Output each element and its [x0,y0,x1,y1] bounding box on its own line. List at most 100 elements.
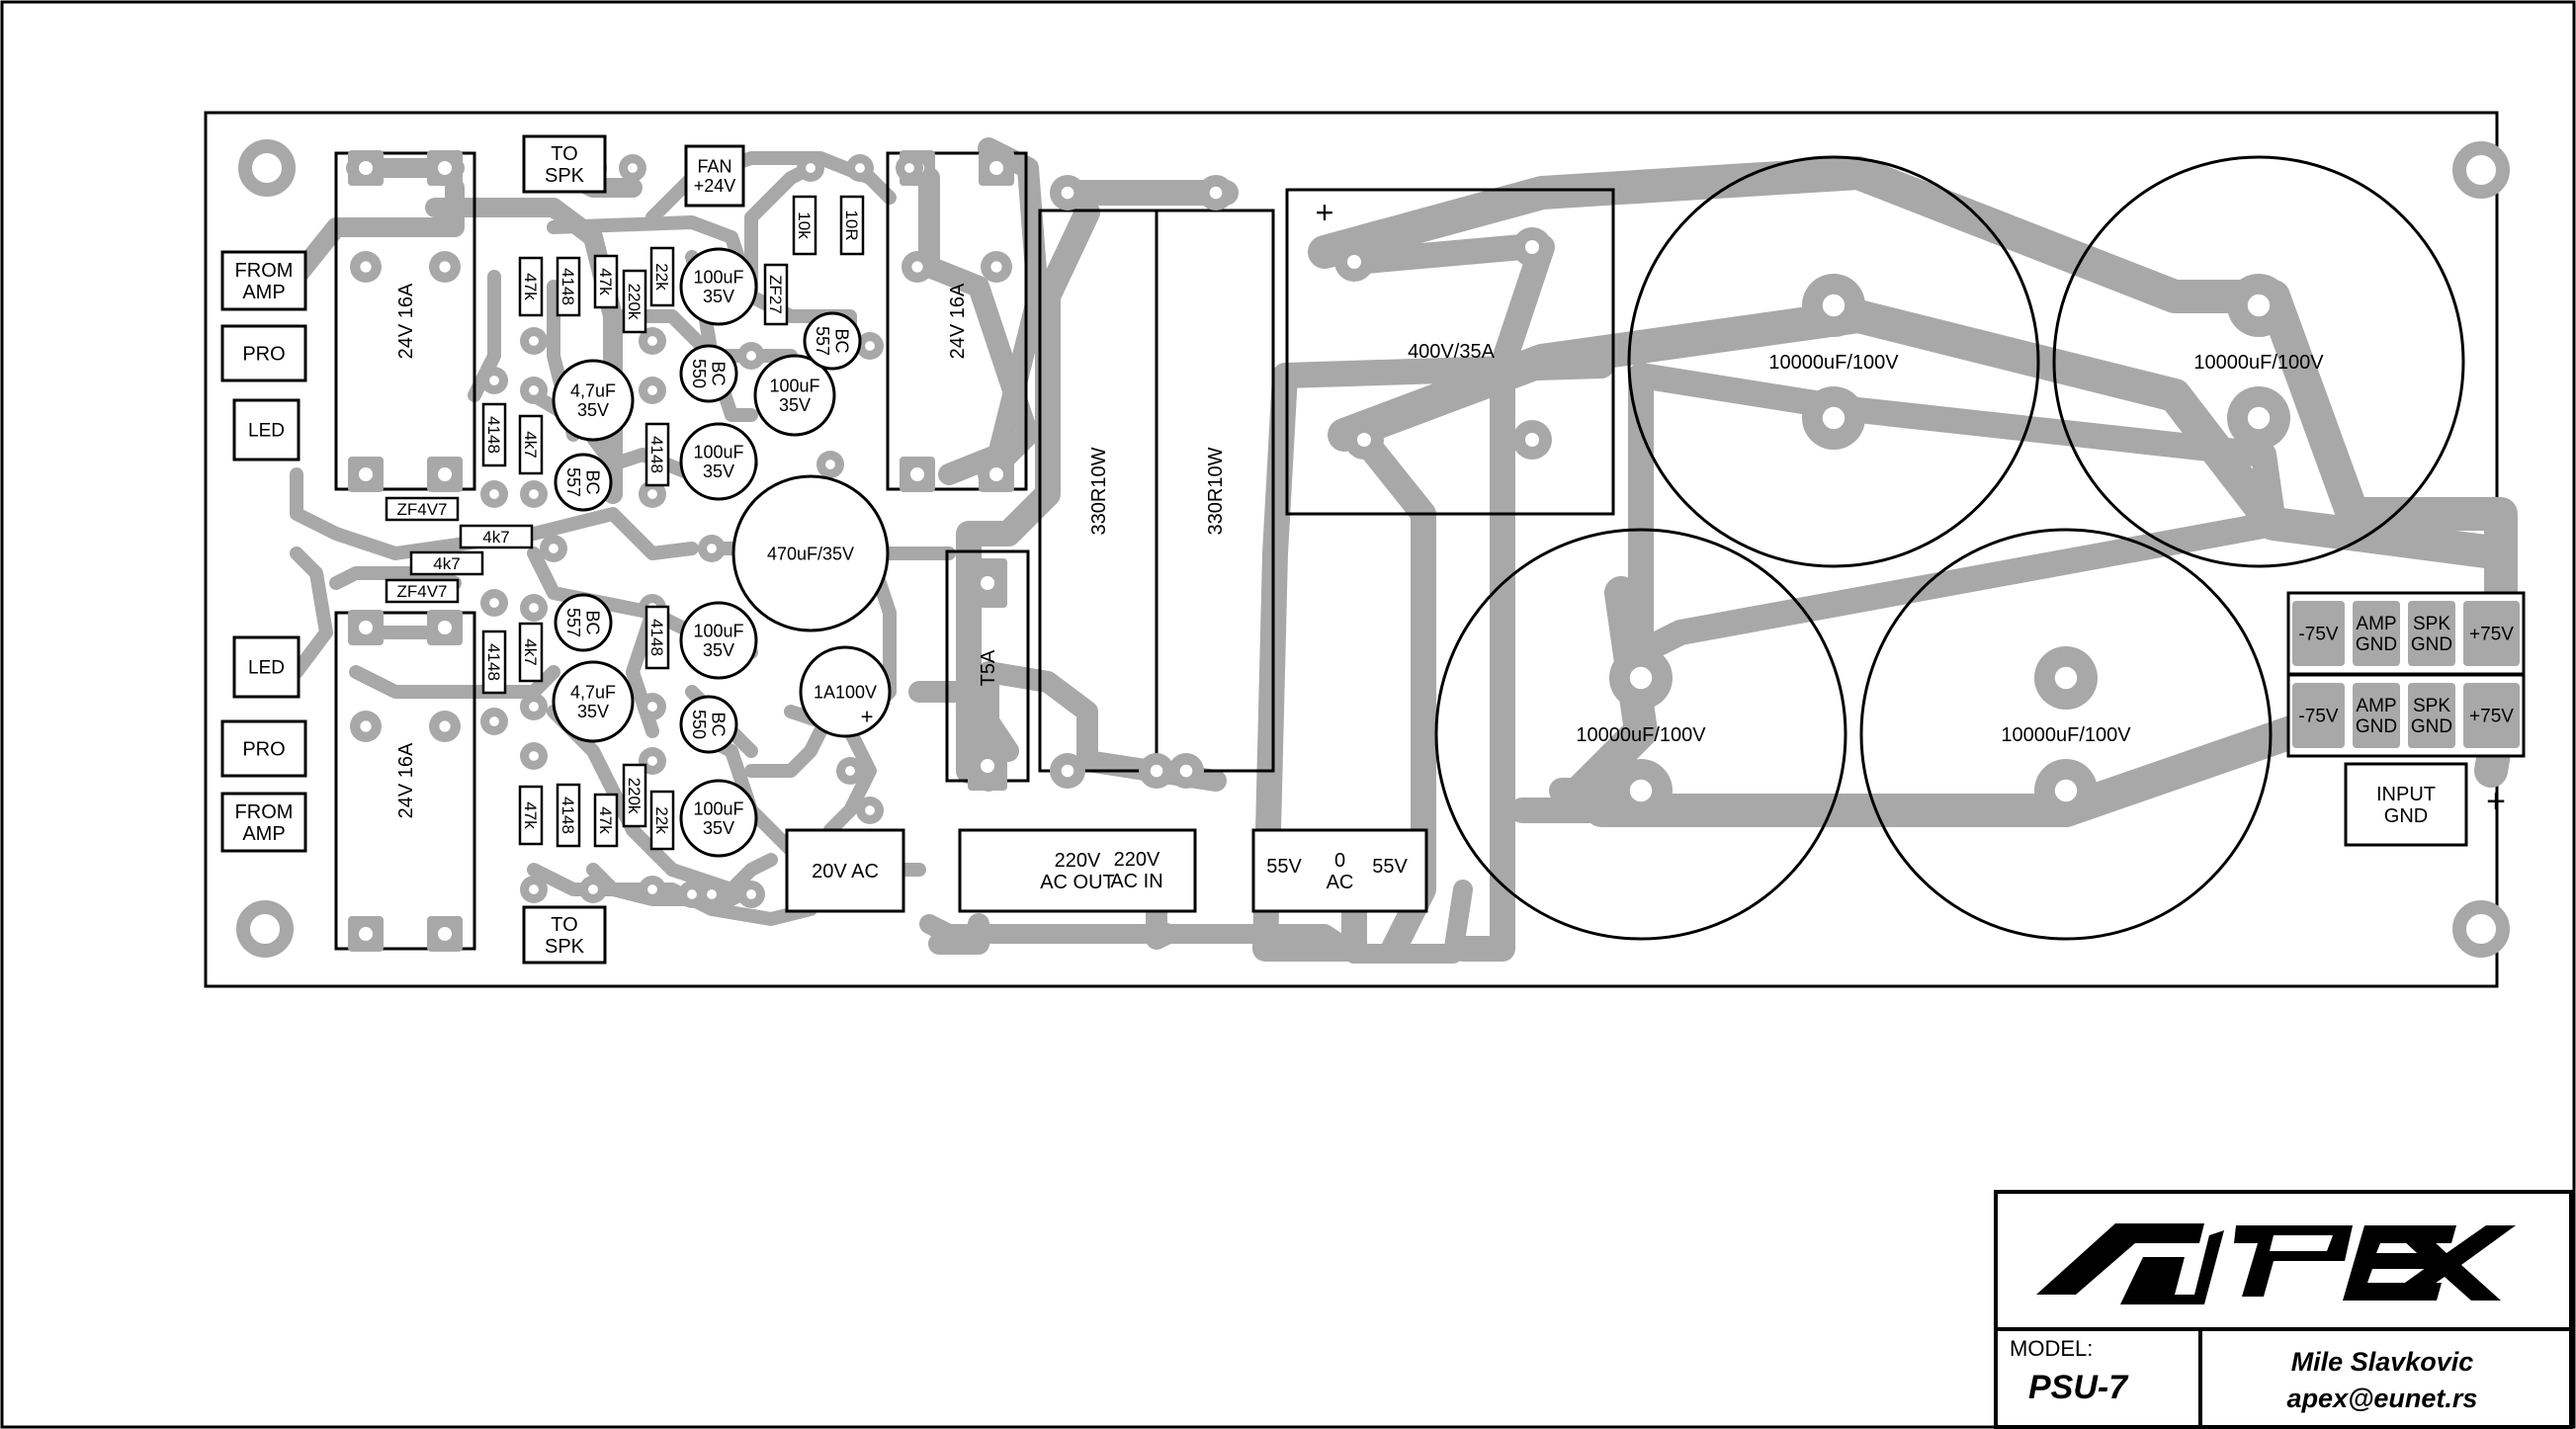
connector-led-bottom-frame [232,635,301,699]
resistor-4k7-1 [518,414,544,475]
bridge-plus-mark-text: + [1316,195,1334,230]
connector-20v-ac-label-text: 20V AC [812,861,879,883]
relay-right-pad-c-hole [910,467,924,481]
resistor-4k7-2 [459,524,534,549]
connector-to-spk-top-frame [522,134,607,194]
cap-big-top-1-label: 10000uF/100V [1768,352,1899,374]
cap-big-top-2-label: 10000uF/100V [2193,352,2324,374]
zener-4v7-1-label: ZF4V7 [396,500,447,519]
output-row-1-terminal-pad-3 [2463,601,2520,666]
control-pad-8-hole [647,336,657,346]
cap-big-bottom-2-outline [1859,528,2273,941]
relay-bottom-left-label: 24V 16A [395,742,417,818]
connector-from-amp-top-frame [220,250,307,311]
connector-pro-bottom[interactable]: PRO [220,719,307,778]
control-pad-33-hole [746,889,756,899]
component-outlines [334,151,1615,951]
cap-big-bottom-2-label-text: 10000uF/100V [2001,724,2131,746]
resistor-330r-b-label-text: 330R10W [1205,447,1227,535]
resistor-220k-1-label-text: 220k [625,284,644,320]
relay-top-left-outline [334,151,476,491]
cap-100uf-2 [753,354,836,437]
connector-led-bottom-label: LED [248,658,285,679]
diode-4148-6-label-text: 4148 [558,797,577,834]
output-row-2-terminal-pad-2 [2408,683,2455,748]
resistor-47k-4-label: 47k [596,806,615,834]
output-row-1-terminal-3[interactable]: +75V [2463,601,2520,666]
relay-right-pad-b-hole [989,161,1003,175]
control-pad-10-hole [647,385,657,395]
bridge-pad-2-hole [1525,240,1539,254]
diode-4148-4 [481,630,507,695]
connector-pro-top[interactable]: PRO [220,324,307,382]
output-row-2-terminal-3[interactable]: +75V [2463,683,2520,748]
resistor-10k-label: 10k [795,211,814,239]
resistor-330r-pad-0-hole [1061,186,1074,200]
connector-fan[interactable]: FAN+24V [684,144,745,208]
resistor-47k-4-label-text: 47k [596,806,615,834]
relay-top-left-pad-b-hole [438,161,452,175]
control-pad-29-hole [707,889,717,899]
connector-55v-ac-frame [1251,828,1428,913]
control-pad-19-hole [865,341,875,351]
connector-pro-top-label: PRO [242,344,285,366]
control-pad-9-hole [529,385,539,395]
resistor-220k-1 [622,269,647,334]
rectifier-1a [799,645,892,738]
connector-led-top-label: LED [248,421,285,442]
connector-20v-ac-label: 20V AC [812,861,879,883]
resistor-4k7-2-label-text: 4k7 [482,528,509,546]
connector-led-bottom[interactable]: LED [232,635,301,699]
zener-27-label: ZF27 [766,275,785,314]
cap-470uf [731,474,890,632]
diode-4148-2-label: 4148 [484,416,503,454]
resistor-4k7-4-label: 4k7 [521,638,540,665]
resistor-330r-pad-2-hole [1061,764,1074,778]
zener-4v7-1 [385,496,460,522]
diode-4148-2 [481,402,507,467]
connector-fan-frame [684,144,745,208]
model-label: MODEL: [2010,1336,2093,1361]
resistor-4k7-3-label: 4k7 [433,554,460,573]
cap-big-bottom-2-label: 10000uF/100V [2001,724,2131,746]
transistor-bc557-1-label-text: BC557 [563,467,603,497]
fuse-pad-bottom-hole [981,759,994,773]
author-name: Mile Slavkovic [2291,1347,2474,1377]
cap-100uf-5 [679,779,758,858]
cap-big-bottom-2-pad-minus-hole [2054,779,2078,802]
diode-4148-6 [556,783,581,848]
resistor-47k-2-label: 47k [596,268,615,295]
connector-led-top[interactable]: LED [232,398,301,462]
control-pad-18-hole [746,351,756,361]
relay-top-left-pad-a-hole [359,161,373,175]
output-row-1-terminal-0[interactable]: -75V [2292,601,2345,666]
connector-20v-ac[interactable]: 20V AC [785,828,905,913]
resistor-4k7-1-label-text: 4k7 [521,431,540,458]
relay-top-left-label-text: 24V 16A [395,283,417,359]
output-row-2-terminal-0[interactable]: -75V [2292,683,2345,748]
